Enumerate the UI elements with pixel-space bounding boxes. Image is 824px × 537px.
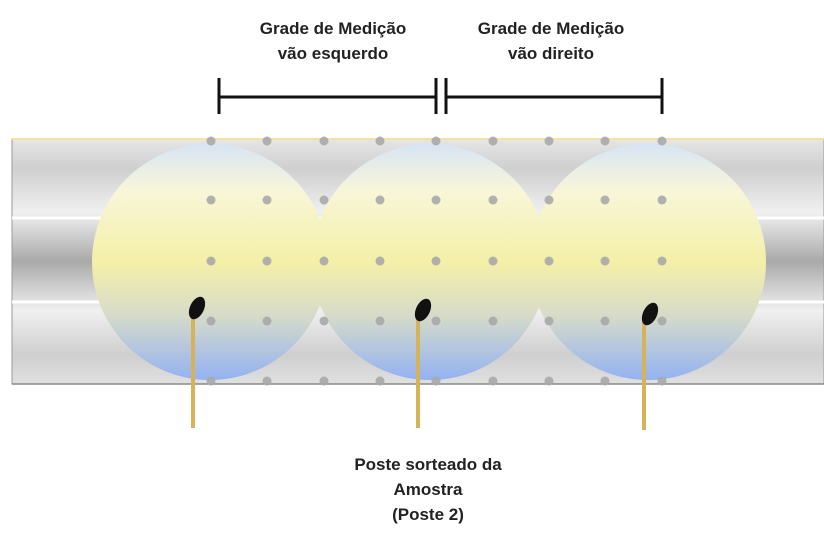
grid-dot-r4-c7 — [600, 376, 610, 386]
grid-dot-r3-c6 — [544, 316, 554, 326]
light-circle-3 — [530, 144, 766, 380]
grid-dot-r3-c4 — [431, 316, 441, 326]
grid-dot-r3-c3 — [375, 316, 385, 326]
sampled-pole-label: Poste sorteado da Amostra (Poste 2) — [318, 452, 538, 527]
grid-dot-r3-c1 — [262, 316, 272, 326]
grid-dot-r4-c6 — [544, 376, 554, 386]
left-span-label-line-1: Grade de Medição — [259, 19, 407, 38]
left-span-bracket — [217, 78, 438, 114]
pole-2-head — [414, 298, 432, 322]
grid-dot-r0-c0 — [206, 136, 216, 146]
grid-dot-r4-c0 — [206, 376, 216, 386]
grid-dot-r2-c2 — [319, 256, 329, 266]
grid-dot-r2-c8 — [657, 256, 667, 266]
grid-dot-r4-c8 — [657, 376, 667, 386]
grid-dot-r0-c2 — [319, 136, 329, 146]
grid-dot-r4-c3 — [375, 376, 385, 386]
right-span-label: Grade de Medição vão direito — [446, 16, 656, 66]
grid-dot-r3-c5 — [488, 316, 498, 326]
grid-dot-r2-c0 — [206, 256, 216, 266]
grid-dot-r4-c5 — [488, 376, 498, 386]
grid-dot-r1-c7 — [600, 195, 610, 205]
sampled-pole-label-line-1: Poste sorteado da — [354, 455, 502, 474]
grid-dot-r2-c5 — [488, 256, 498, 266]
grid-dot-r2-c1 — [262, 256, 272, 266]
grid-dot-r0-c4 — [431, 136, 441, 146]
grid-dot-r0-c7 — [600, 136, 610, 146]
right-span-label-line-2: vão direito — [508, 44, 594, 63]
grid-dot-r3-c0 — [206, 316, 216, 326]
left-span-label: Grade de Medição vão esquerdo — [228, 16, 438, 66]
right-span-label-line-1: Grade de Medição — [477, 19, 625, 38]
grid-dot-r2-c4 — [431, 256, 441, 266]
grid-dot-r1-c4 — [431, 195, 441, 205]
grid-dot-r0-c3 — [375, 136, 385, 146]
pole-1-head — [188, 296, 206, 320]
grid-dot-r4-c4 — [431, 376, 441, 386]
grid-dot-r4-c1 — [262, 376, 272, 386]
grid-dot-r1-c8 — [657, 195, 667, 205]
grid-dot-r3-c8 — [657, 316, 667, 326]
grid-dot-r0-c8 — [657, 136, 667, 146]
sampled-pole-label-line-3: (Poste 2) — [392, 505, 464, 524]
sampled-pole-label-line-2: Amostra — [393, 480, 463, 499]
light-circle-2 — [312, 144, 548, 380]
span-brackets — [217, 78, 664, 114]
grid-dot-r1-c0 — [206, 195, 216, 205]
grid-dot-r3-c7 — [600, 316, 610, 326]
grid-dot-r3-c2 — [319, 316, 329, 326]
poles — [188, 296, 659, 430]
pole-3-head — [641, 302, 659, 326]
grid-dot-r1-c3 — [375, 195, 385, 205]
grid-dot-r2-c7 — [600, 256, 610, 266]
measurement-grid — [206, 136, 667, 386]
grid-dot-r2-c6 — [544, 256, 554, 266]
grid-dot-r1-c6 — [544, 195, 554, 205]
right-span-bracket — [444, 78, 664, 114]
grid-dot-r0-c1 — [262, 136, 272, 146]
grid-dot-r0-c6 — [544, 136, 554, 146]
grid-dot-r0-c5 — [488, 136, 498, 146]
grid-dot-r1-c1 — [262, 195, 272, 205]
grid-dot-r2-c3 — [375, 256, 385, 266]
grid-dot-r1-c5 — [488, 195, 498, 205]
left-span-label-line-2: vão esquerdo — [277, 44, 389, 63]
grid-dot-r4-c2 — [319, 376, 329, 386]
grid-dot-r1-c2 — [319, 195, 329, 205]
